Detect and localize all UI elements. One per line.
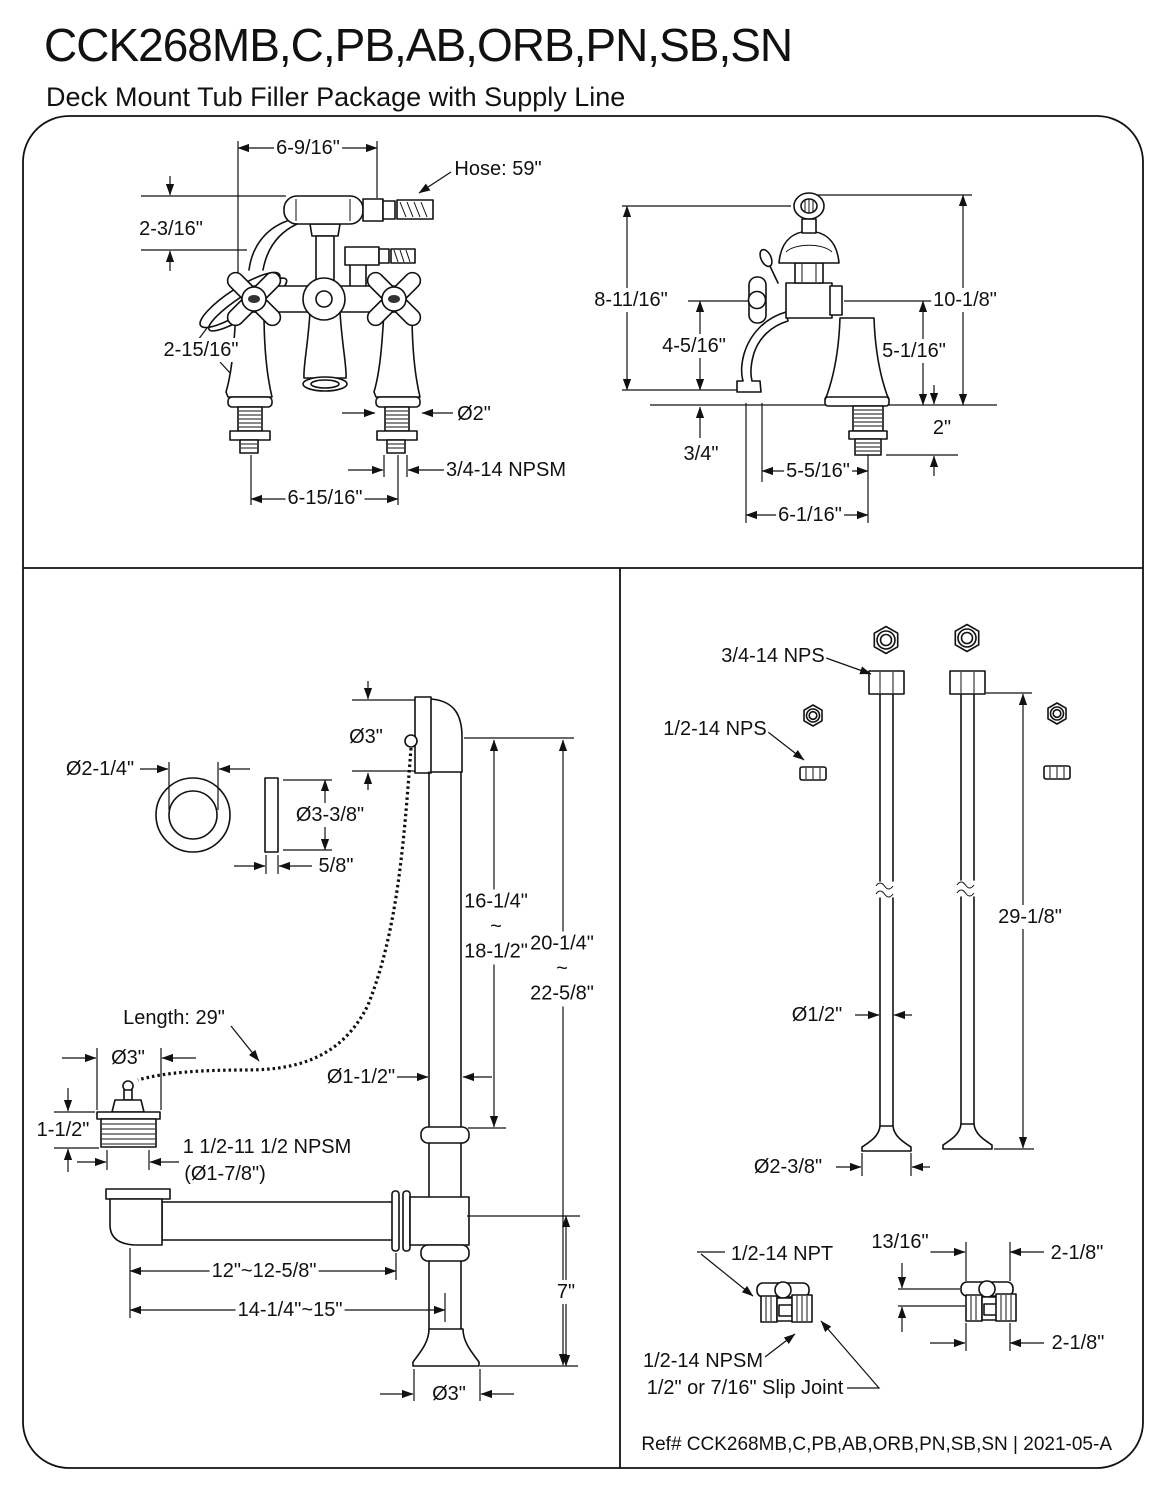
dim-outlet-height: 7" — [554, 1280, 578, 1304]
dim-drain-base-diameter: Ø3" — [430, 1382, 468, 1406]
dim-spout-reach-total: 6-1/16" — [776, 503, 844, 527]
dim-total-height: 10-1/8" — [931, 288, 999, 312]
dim-overflow-head-diameter: Ø3" — [347, 725, 385, 749]
dim-handset-drop: 2-3/16" — [137, 217, 205, 241]
dim-spout-drop: 4-5/16" — [660, 334, 728, 358]
dim-washer-diameter: Ø3-3/8" — [293, 803, 367, 827]
dim-stopper-thread: 1 1/2-11 1/2 NPSM — [180, 1135, 354, 1159]
dim-shank-length: 2" — [930, 416, 954, 440]
dim-hose-length: Hose: 59" — [452, 157, 544, 181]
dim-body-height: 5-1/16" — [880, 339, 948, 363]
dim-handle-size: 2-15/16" — [161, 338, 241, 362]
dim-shank-thread: 3/4-14 NPSM — [443, 458, 569, 482]
dim-faucet-centers: 6-15/16" — [285, 486, 365, 510]
dim-spout-clearance: 3/4" — [681, 442, 721, 466]
dim-height-to-spout: 8-11/16" — [592, 288, 670, 312]
dim-supply-pipe-diameter: Ø1/2" — [789, 1003, 845, 1027]
reference-footer: Ref# CCK268MB,C,PB,AB,ORB,PN,SB,SN | 202… — [641, 1434, 1112, 1455]
drain-drawing — [54, 681, 580, 1401]
dim-shank-diameter: Ø2" — [455, 402, 493, 426]
dim-valve-outlet-thread: 1/2-14 NPSM — [640, 1349, 766, 1373]
dim-spout-reach: 5-5/16" — [784, 459, 852, 483]
dim-waste-run-range: 12"~12-5/8" — [209, 1259, 319, 1283]
page-title: CCK268MB,C,PB,AB,ORB,PN,SB,SN — [44, 19, 793, 71]
dim-chain-length: Length: 29" — [121, 1006, 227, 1030]
dim-supply-base-diameter: Ø2-3/8" — [751, 1155, 825, 1179]
panel-borders — [22, 115, 1144, 1469]
dim-stopper-diameter: Ø3" — [109, 1046, 147, 1070]
dim-supply-top-thread: 3/4-14 NPS — [719, 644, 827, 668]
dim-overflow-hole-diameter: Ø2-1/4" — [63, 757, 137, 781]
dim-valve-slip-joint: 1/2" or 7/16" Slip Joint — [644, 1376, 846, 1400]
dim-valve-width-bottom: 2-1/8" — [1049, 1331, 1107, 1355]
shutoff-valve-left — [756, 1281, 813, 1323]
dim-supply-nut-thread: 1/2-14 NPS — [661, 717, 769, 741]
dim-valve-offset: 13/16" — [869, 1230, 931, 1254]
dim-overflow-pipe-diameter: Ø1-1/2" — [324, 1065, 398, 1089]
dim-valve-inlet-thread: 1/2-14 NPT — [728, 1242, 836, 1266]
supply-drawing — [697, 623, 1071, 1389]
dim-valve-width-top: 2-1/8" — [1048, 1241, 1106, 1265]
dim-waste-total-range: 14-1/4"~15" — [235, 1298, 345, 1322]
shutoff-valve-right — [960, 1280, 1017, 1322]
dim-stopper-height: 1-1/2" — [34, 1118, 92, 1142]
dim-stopper-thread-diameter: (Ø1-7/8") — [182, 1162, 268, 1186]
page-subtitle: Deck Mount Tub Filler Package with Suppl… — [46, 82, 626, 112]
dim-overflow-height-range: 16-1/4" ~ 18-1/2" — [462, 889, 530, 965]
dim-handset-length: 6-9/16" — [274, 136, 342, 160]
faucet-front-drawing — [141, 141, 453, 505]
dim-supply-length: 29-1/8" — [996, 905, 1064, 929]
dim-washer-thickness: 5/8" — [316, 854, 356, 878]
dim-total-height-range: 20-1/4" ~ 22-5/8" — [528, 931, 596, 1007]
